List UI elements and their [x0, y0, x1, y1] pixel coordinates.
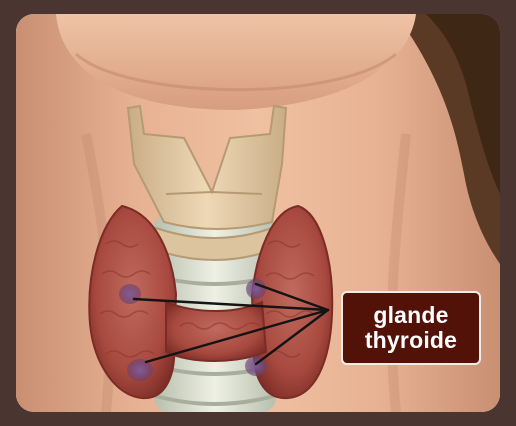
nodule-left-upper: [119, 284, 141, 304]
thyroid-label: glande thyroide: [341, 291, 481, 365]
label-line-1: glande: [373, 303, 448, 328]
label-line-2: thyroide: [365, 328, 457, 353]
nodule-right-upper: [246, 279, 266, 299]
